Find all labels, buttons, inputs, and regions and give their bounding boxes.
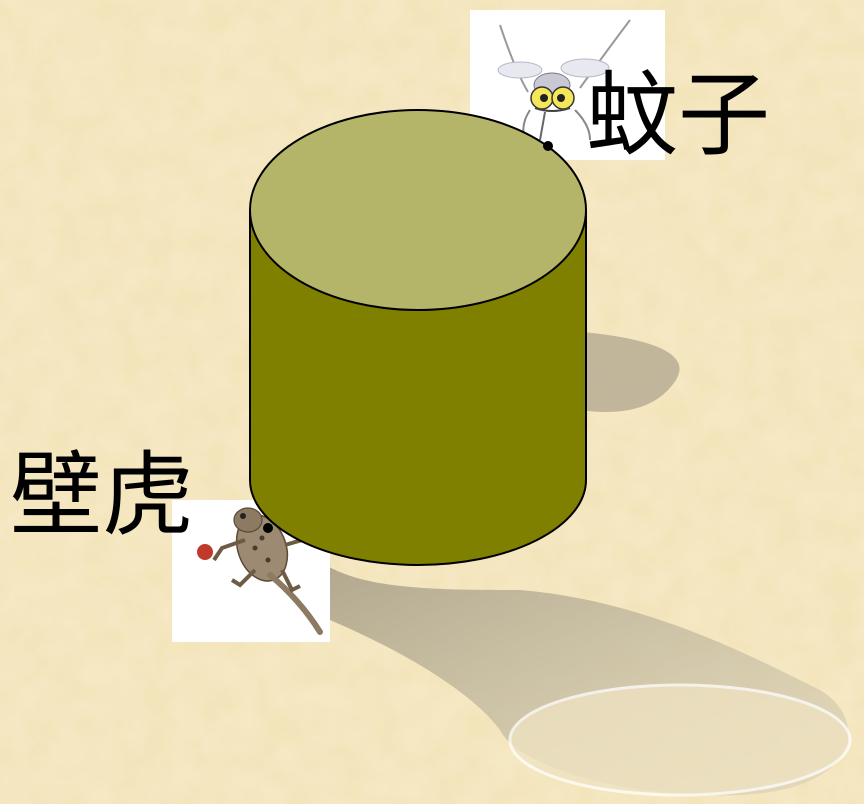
cylinder-shadow (300, 330, 852, 797)
cylinder (249, 109, 587, 566)
mosquito-point (543, 141, 553, 151)
mosquito-label: 蚊子 (586, 62, 771, 169)
gecko-point (263, 523, 273, 533)
cylinder-top (249, 109, 587, 311)
gecko-label: 壁虎 (10, 442, 195, 549)
cylinder-side (249, 209, 587, 566)
